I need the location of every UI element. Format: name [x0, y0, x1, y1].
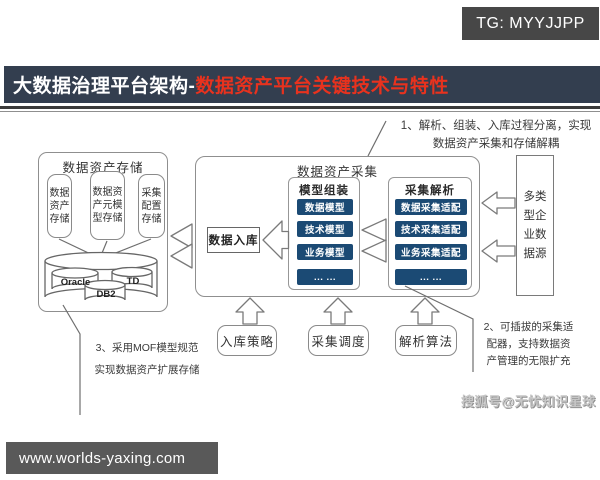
model-assembly-panel: 模型组装 数据模型 技术模型 业务模型 ... ...	[288, 177, 360, 290]
collect-parse-panel: 采集解析 数据采集适配 技术采集适配 业务采集适配 ... ...	[388, 177, 472, 290]
store-data-asset: 数据资产存储	[47, 174, 72, 238]
db-label-oracle: Oracle	[60, 277, 91, 288]
title-part-main: 大数据治理平台架构-	[13, 76, 196, 97]
annotation-1: 1、解析、组装、入库过程分离，实现 数据资产采集和存储解耦	[396, 118, 596, 153]
annotation3-line	[62, 304, 81, 415]
adapter-item-business: 业务采集适配	[395, 244, 467, 260]
annotation-3-line-2: 实现数据资产扩展存储	[94, 364, 200, 376]
storage-group-title: 数据资产存储	[62, 161, 144, 175]
model-item-more: ... ...	[297, 269, 353, 285]
annotation-3: 3、采用MOF模型规范 实现数据资产扩展存储	[86, 337, 208, 381]
annotation-2-line-3: 产管理的无限扩充	[486, 355, 571, 367]
title-part-accent: 数据资产平台关键技术与特性	[195, 76, 449, 97]
adapter-item-tech: 技术采集适配	[395, 221, 467, 237]
tg-badge: TG: MYYJJPP	[462, 7, 599, 40]
data-ingest-box: 数据入库	[207, 227, 260, 253]
model-item-data: 数据模型	[297, 199, 353, 215]
title-underline-thin	[0, 111, 600, 112]
store-metamodel: 数据资产元模型存储	[90, 171, 125, 240]
model-assembly-title: 模型组装	[299, 185, 349, 197]
annotation1-line	[367, 120, 387, 157]
db-label-td: TD	[126, 276, 140, 287]
annotation-1-line-2: 数据资产采集和存储解耦	[432, 137, 560, 150]
annotation-1-line-1: 1、解析、组装、入库过程分离，实现	[400, 120, 592, 132]
annotation-2-line-2: 配器，支持数据资	[486, 338, 571, 350]
page-title: 大数据治理平台架构-数据资产平台关键技术与特性	[4, 66, 600, 103]
watermark: 搜狐号@无忧知识星球	[461, 394, 596, 409]
support-collect-schedule: 采集调度	[308, 325, 369, 356]
arrow-datasource-to-parse-icon	[481, 191, 516, 263]
annotation-2-line-1: 2、可插拔的采集适	[483, 321, 574, 333]
support-ingest-policy: 入库策略	[217, 325, 277, 356]
adapter-item-data: 数据采集适配	[395, 199, 467, 215]
adapter-item-more: ... ...	[395, 269, 467, 285]
arrow-collection-to-storage-icon	[170, 223, 193, 269]
title-underline-thick	[0, 106, 600, 109]
footer-url: www.worlds-yaxing.com	[6, 442, 218, 474]
model-item-business: 业务模型	[297, 244, 353, 260]
db-label-db2: DB2	[96, 289, 116, 300]
store-collect-config: 采集配置存储	[138, 174, 165, 238]
arrow-supports-up-icon	[235, 297, 440, 325]
collection-group-title: 数据资产采集	[296, 165, 378, 179]
support-parse-algorithm: 解析算法	[395, 325, 457, 356]
collect-parse-title: 采集解析	[405, 185, 455, 197]
annotation-3-line-1: 3、采用MOF模型规范	[95, 342, 199, 354]
datasource-box: 多类型企业数据源	[516, 155, 554, 296]
annotation-2: 2、可插拔的采集适 配器，支持数据资 产管理的无限扩充	[481, 319, 576, 370]
model-item-tech: 技术模型	[297, 221, 353, 237]
